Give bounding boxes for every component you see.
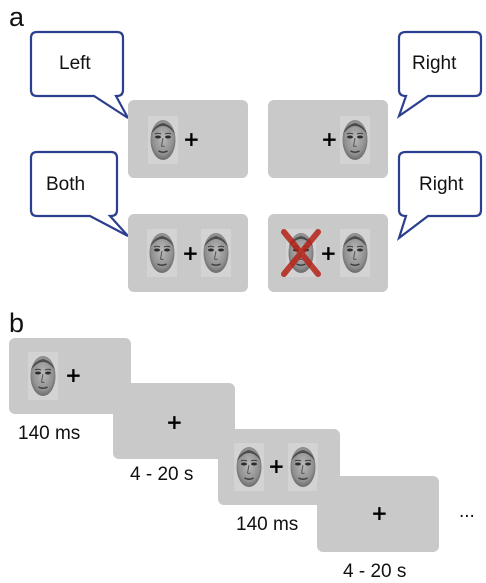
face-icon — [288, 443, 318, 491]
continuation-ellipsis: ... — [459, 501, 475, 522]
fixation-cross: + — [371, 501, 388, 525]
face-icon — [28, 352, 58, 400]
duration-label-2: 4 - 20 s — [130, 464, 194, 485]
speech-bubble-right-top-text: Right — [412, 53, 457, 74]
face-icon — [201, 229, 231, 277]
timeline-screen-4 — [317, 476, 439, 552]
duration-label-3: 140 ms — [236, 514, 299, 535]
face-icon — [340, 229, 370, 277]
fixation-cross: + — [65, 363, 82, 387]
face-icon — [147, 229, 177, 277]
speech-bubble-right-bottom-text: Right — [419, 174, 464, 195]
fixation-cross: + — [183, 127, 200, 151]
fixation-cross: + — [320, 241, 337, 265]
speech-bubble-both-text: Both — [46, 174, 86, 195]
speech-bubble-left-text: Left — [59, 53, 91, 74]
fixation-cross: + — [268, 454, 285, 478]
duration-label-4: 4 - 20 s — [343, 561, 407, 582]
fixation-cross: + — [182, 241, 199, 265]
fixation-cross: + — [166, 410, 183, 434]
panel-a-letter: a — [9, 2, 25, 32]
face-icon — [234, 443, 264, 491]
duration-label-1: 140 ms — [18, 423, 81, 444]
panel-b-letter: b — [9, 308, 25, 338]
red-cross-out-icon — [281, 229, 321, 277]
fixation-cross: + — [321, 127, 338, 151]
timeline-screen-2 — [113, 383, 235, 459]
